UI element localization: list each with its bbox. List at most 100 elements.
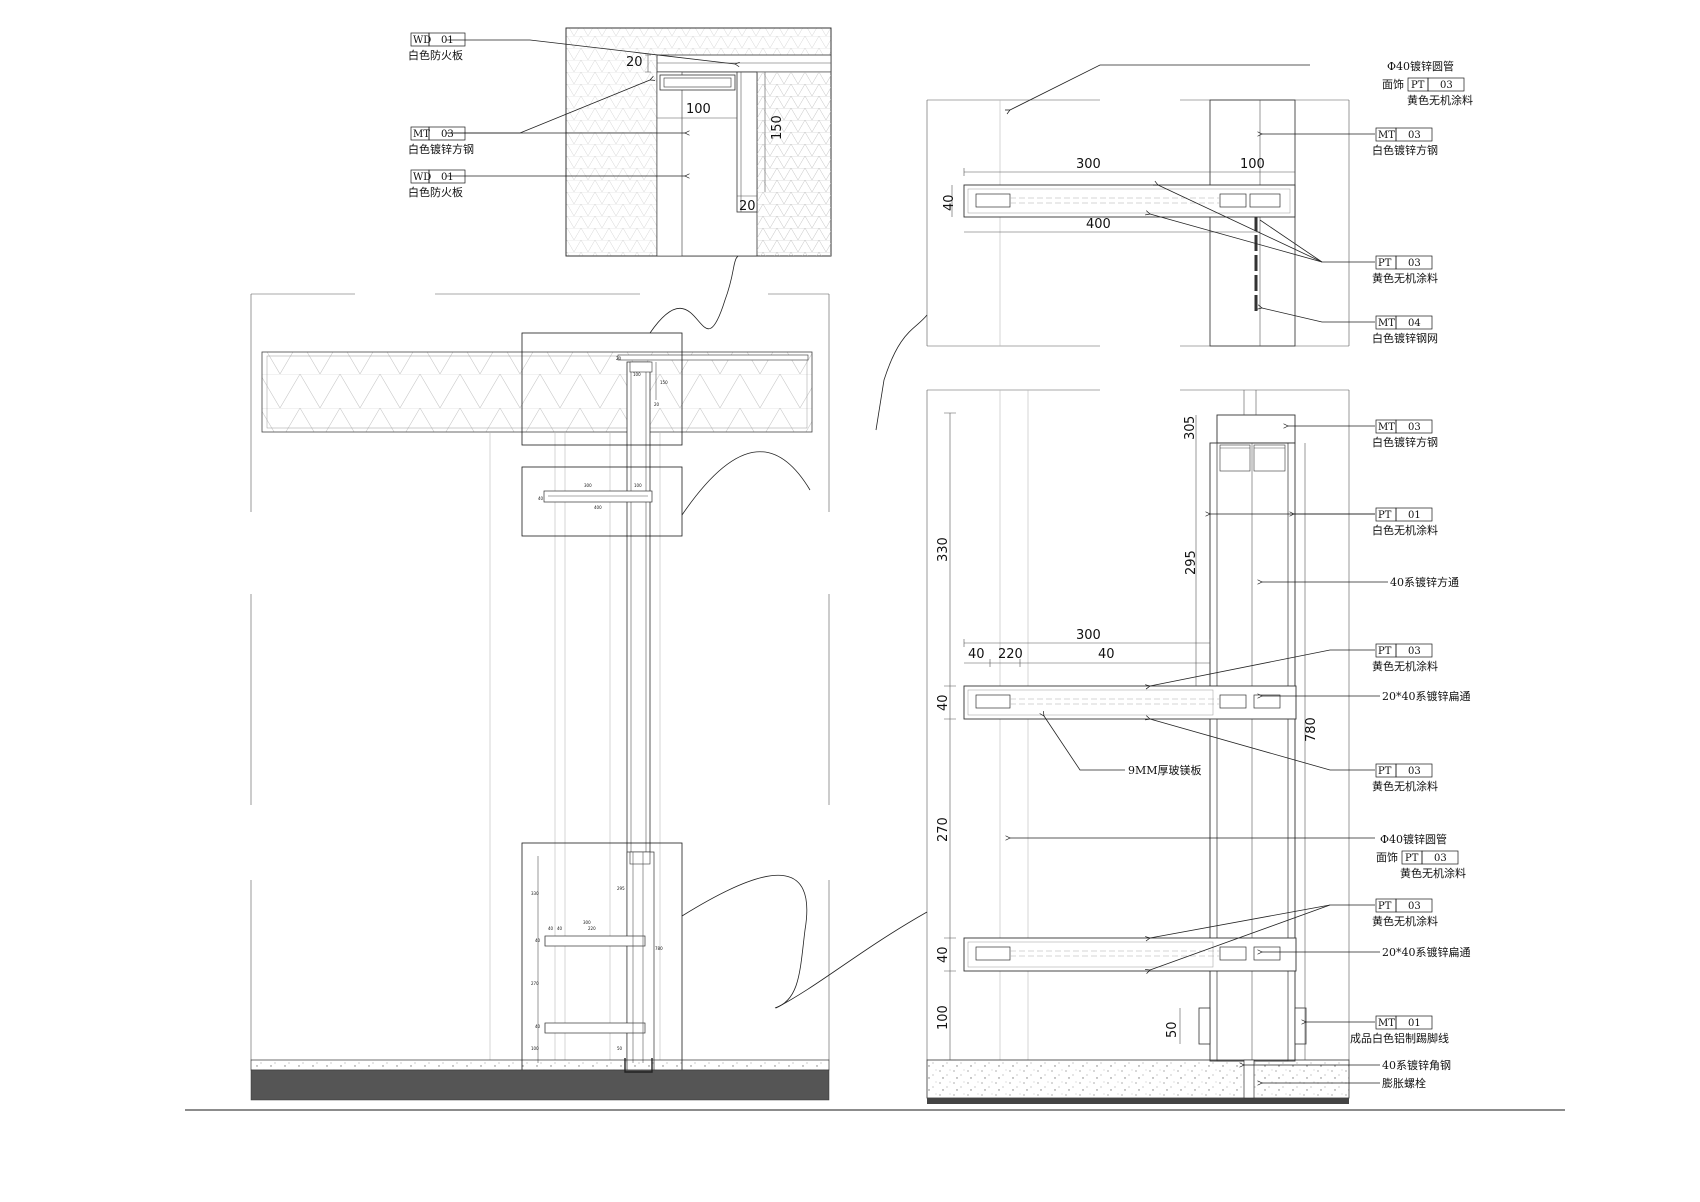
tag-num: 03	[1408, 766, 1421, 777]
tag-desc: 黄色无机涂料	[1372, 779, 1438, 793]
tag-above: Φ40镀锌圆管	[1380, 832, 1447, 846]
dim-50: 50	[1165, 1021, 1180, 1038]
small-dim-330: 330	[531, 891, 539, 896]
tag-desc: 黄色无机涂料	[1372, 659, 1438, 673]
dim-40-a: 40	[936, 694, 951, 711]
dim-220: 40	[1098, 647, 1115, 662]
tag-desc: 白色镀锌方钢	[1372, 435, 1438, 449]
dim-20-top: 20	[626, 55, 643, 70]
small-dim-300b: 300	[583, 920, 591, 925]
dim-270: 270	[936, 817, 951, 842]
tag-pt-03-phi-a: Φ40镀锌圆管 面饰 PT 03 黄色无机涂料	[1382, 59, 1473, 107]
tag-pt-03-b: PT 03 黄色无机涂料	[1372, 255, 1438, 285]
tag-code: PT	[1378, 766, 1392, 777]
note-angle-steel: 40系镀锌角钢	[1382, 1058, 1451, 1072]
tag-num: 01	[441, 172, 454, 183]
tag-code: PT	[1378, 901, 1392, 912]
tag-pre: 面饰	[1376, 850, 1398, 864]
dim-20-bot: 20	[739, 199, 756, 214]
small-dim-100b: 100	[634, 483, 642, 488]
small-dim-40a: 40	[548, 926, 554, 931]
tag-above: Φ40镀锌圆管	[1387, 59, 1454, 73]
tag-code: PT	[1411, 80, 1425, 91]
dim-rt-100: 100	[1240, 157, 1265, 172]
note-9mm-board: 9MM厚玻镁板	[1128, 763, 1202, 777]
dim-780: 780	[1304, 717, 1319, 742]
note-flat-tube-b: 20*40系镀锌扁通	[1382, 945, 1471, 959]
small-dim-150: 150	[660, 380, 668, 385]
tag-mt-03-c: MT 03 白色镀锌方钢	[1372, 419, 1438, 449]
tag-num: 03	[1408, 130, 1421, 141]
tag-pt-03-e: PT 03 黄色无机涂料	[1372, 898, 1438, 928]
tag-code: WD	[413, 35, 431, 46]
tag-desc: 黄色无机涂料	[1407, 93, 1473, 107]
leaders	[446, 39, 1388, 1083]
tag-code: MT	[413, 129, 430, 140]
tag-desc: 黄色无机涂料	[1400, 866, 1466, 880]
note-flat-tube-a: 20*40系镀锌扁通	[1382, 689, 1471, 703]
tag-code: MT	[1378, 130, 1395, 141]
tag-num: 03	[1408, 901, 1421, 912]
right-top-detail: 300 100 40 400	[926, 99, 1350, 347]
dim-330: 330	[936, 537, 951, 562]
tag-code: PT	[1405, 853, 1419, 864]
tag-mt-04: MT 04 白色镀锌钢网	[1372, 315, 1438, 345]
tag-desc: 黄色无机涂料	[1372, 271, 1438, 285]
small-dim-220: 220	[588, 926, 596, 931]
dim-100: 100	[936, 1005, 951, 1030]
small-dim-300: 300	[584, 483, 592, 488]
small-dim-100c: 100	[531, 1046, 539, 1051]
tag-wd-01-a: WD 01 白色防火板	[408, 32, 466, 62]
left-elevation: 100 150 20 20 300 100 40 400 330 295 300…	[250, 253, 830, 1101]
small-dim-20-bot: 20	[654, 402, 660, 407]
tag-pre: 面饰	[1382, 77, 1404, 91]
notes: 40系镀锌方通 20*40系镀锌扁通 9MM厚玻镁板 20*40系镀锌扁通 40…	[1128, 575, 1471, 1090]
tag-desc: 成品白色铝制踢脚线	[1350, 1031, 1449, 1045]
tag-desc: 白色防火板	[408, 48, 463, 62]
tag-mt-01: MT 01 成品白色铝制踢脚线	[1350, 1015, 1449, 1045]
tag-wd-01-b: WD 01 白色防火板	[408, 169, 466, 199]
small-dim-40d: 40	[535, 1024, 541, 1029]
tag-num: 01	[1408, 1018, 1421, 1029]
dim-rt-400: 400	[1086, 217, 1111, 232]
small-dim-40b: 40	[557, 926, 563, 931]
tag-num: 03	[441, 129, 454, 140]
tag-code: MT	[1378, 1018, 1395, 1029]
note-40-square-tube: 40系镀锌方通	[1390, 575, 1459, 589]
tag-desc: 白色无机涂料	[1372, 523, 1438, 537]
tag-code: PT	[1378, 258, 1392, 269]
tag-desc: 黄色无机涂料	[1372, 914, 1438, 928]
dim-300: 300	[1076, 628, 1101, 643]
dim-150: 150	[770, 115, 785, 140]
tag-mt-03-a: MT 03 白色镀锌方钢	[408, 126, 474, 156]
tag-num: 04	[1408, 318, 1421, 329]
tag-num: 03	[1434, 853, 1447, 864]
tag-mt-03-b: MT 03 白色镀锌方钢	[1372, 127, 1438, 157]
tag-num: 03	[1408, 646, 1421, 657]
dim-100: 100	[686, 102, 711, 117]
tag-pt-03-phi-b: Φ40镀锌圆管 面饰 PT 03 黄色无机涂料	[1376, 832, 1466, 880]
tag-desc: 白色镀锌钢网	[1372, 331, 1438, 345]
top-detail: 20 100 150 20	[565, 27, 832, 257]
dim-rt-40: 40	[942, 194, 957, 211]
tag-num: 01	[1408, 510, 1421, 521]
tag-desc: 白色镀锌方钢	[1372, 143, 1438, 157]
tag-num: 03	[1408, 258, 1421, 269]
dim-5: 5	[1183, 416, 1198, 424]
tag-code: MT	[1378, 318, 1395, 329]
small-dim-780: 780	[655, 946, 663, 951]
tag-code: WD	[413, 172, 431, 183]
tag-code: PT	[1378, 510, 1392, 521]
small-dim-20-top: 20	[616, 356, 622, 361]
small-dim-40: 40	[538, 496, 544, 501]
tag-desc: 白色防火板	[408, 185, 463, 199]
dim-40-d: 220	[998, 647, 1023, 662]
tag-code: MT	[1378, 422, 1395, 433]
tag-pt-01: PT 01 白色无机涂料	[1372, 507, 1438, 537]
small-dim-400: 400	[594, 505, 602, 510]
dim-40-c: 40	[968, 647, 985, 662]
material-tags: WD 01 白色防火板 MT 03 白色镀锌方钢 WD 01 白色防火板 Φ40…	[408, 32, 1473, 1045]
tag-pt-03-d: PT 03 黄色无机涂料	[1372, 763, 1438, 793]
tag-num: 03	[1440, 80, 1453, 91]
